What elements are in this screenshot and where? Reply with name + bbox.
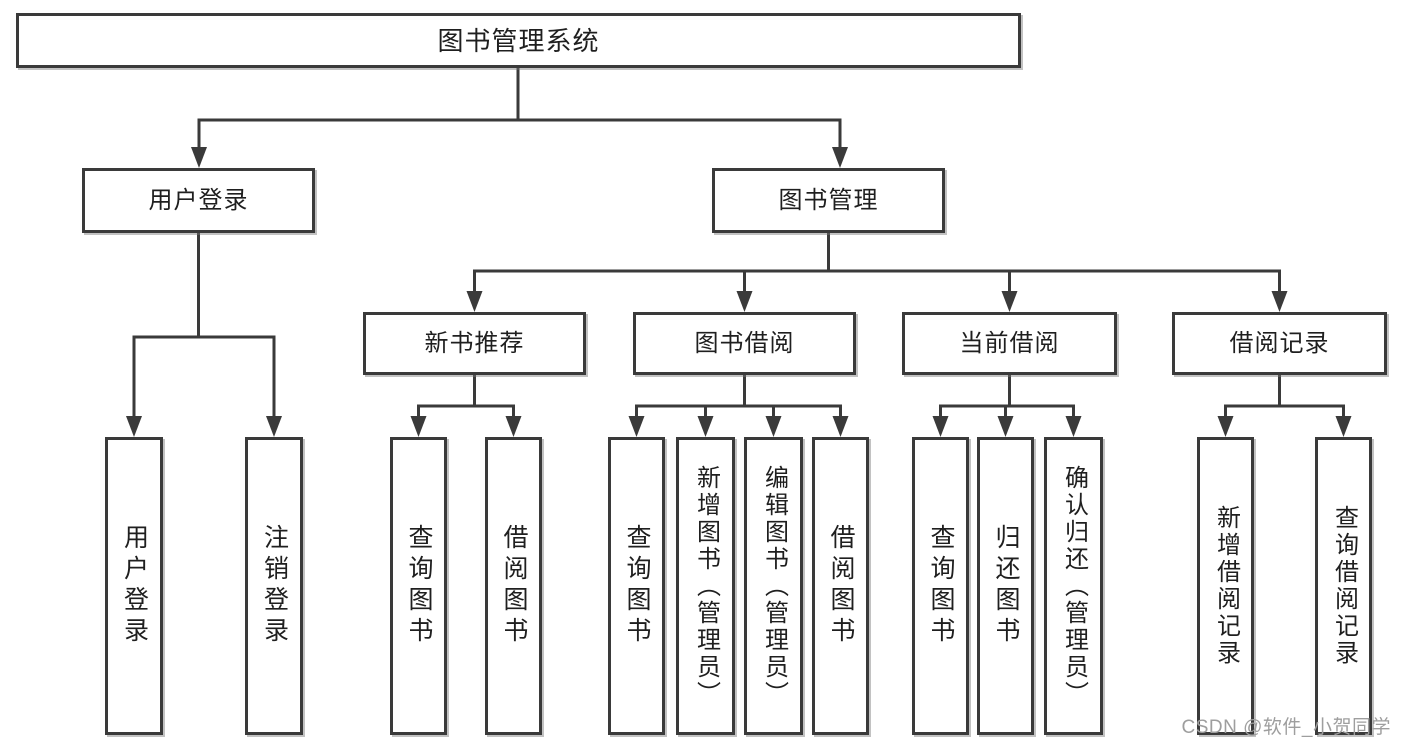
leaf-bb-add-books-admin: 新增图书（管理员） (676, 437, 735, 735)
leaf-nbr-query-books-label: 查询图书 (405, 524, 433, 648)
node-book-borrowing-label: 图书借阅 (694, 329, 795, 357)
leaf-cb-query-books-label: 查询图书 (927, 524, 955, 648)
node-library-system-label: 图书管理系统 (437, 25, 600, 56)
leaf-logout: 注销登录 (245, 437, 303, 735)
leaf-nbr-borrow-books-label: 借阅图书 (500, 524, 528, 648)
node-new-book-recommend-label: 新书推荐 (424, 329, 525, 357)
node-user-login-label: 用户登录 (148, 186, 249, 214)
node-current-borrowing: 当前借阅 (902, 312, 1117, 375)
leaf-br-add-record: 新增借阅记录 (1197, 437, 1254, 735)
csdn-watermark: CSDN @软件_小贺同学 (1181, 717, 1391, 738)
leaf-cb-return-books: 归还图书 (977, 437, 1034, 735)
leaf-logout-label: 注销登录 (260, 524, 289, 648)
leaf-bb-edit-books-admin: 编辑图书（管理员） (744, 437, 803, 735)
leaf-user-login: 用户登录 (105, 437, 163, 735)
leaf-br-query-record-label: 查询借阅记录 (1330, 505, 1358, 667)
leaf-bb-borrow-books: 借阅图书 (812, 437, 869, 735)
leaf-bb-add-books-admin-label: 新增图书（管理员） (692, 464, 720, 708)
leaf-bb-edit-books-admin-label: 编辑图书（管理员） (760, 464, 788, 708)
leaf-bb-query-books-label: 查询图书 (623, 524, 651, 648)
leaf-cb-confirm-return-admin: 确认归还（管理员） (1044, 437, 1103, 735)
node-user-login: 用户登录 (82, 168, 315, 233)
node-book-management-label: 图书管理 (778, 186, 879, 214)
leaf-cb-confirm-return-admin-label: 确认归还（管理员） (1060, 464, 1088, 708)
leaf-nbr-borrow-books: 借阅图书 (485, 437, 542, 735)
leaf-bb-query-books: 查询图书 (608, 437, 665, 735)
node-book-management: 图书管理 (712, 168, 945, 233)
leaf-bb-borrow-books-label: 借阅图书 (827, 524, 855, 648)
leaf-br-query-record: 查询借阅记录 (1315, 437, 1372, 735)
node-current-borrowing-label: 当前借阅 (959, 329, 1060, 357)
node-new-book-recommend: 新书推荐 (363, 312, 586, 375)
leaf-br-add-record-label: 新增借阅记录 (1212, 505, 1240, 667)
leaf-user-login-label: 用户登录 (120, 524, 149, 648)
node-library-system: 图书管理系统 (16, 13, 1021, 68)
leaf-cb-return-books-label: 归还图书 (992, 524, 1020, 648)
node-borrowing-records-label: 借阅记录 (1229, 329, 1330, 357)
node-borrowing-records: 借阅记录 (1172, 312, 1387, 375)
leaf-nbr-query-books: 查询图书 (390, 437, 447, 735)
leaf-cb-query-books: 查询图书 (912, 437, 969, 735)
node-book-borrowing: 图书借阅 (633, 312, 856, 375)
